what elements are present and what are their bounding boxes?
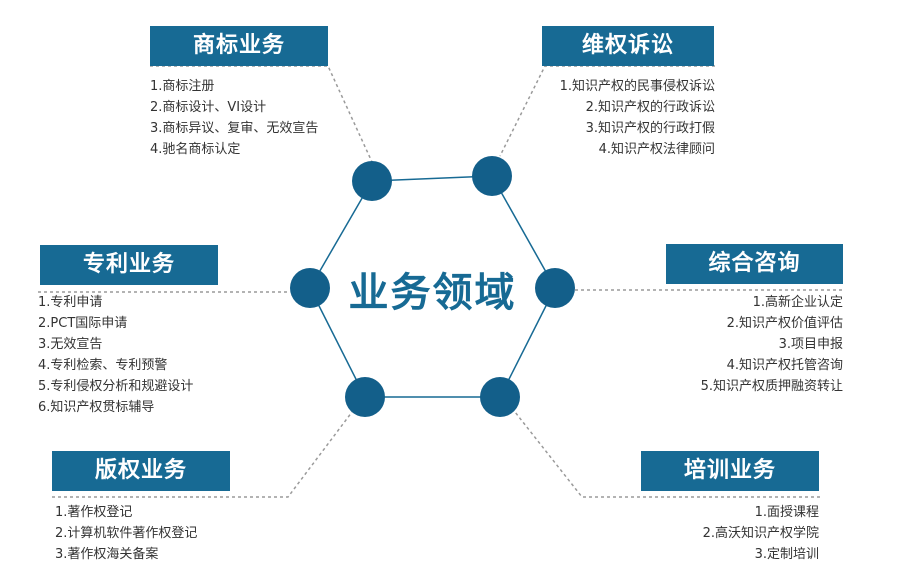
consult-item: 1.高新企业认定 (752, 295, 843, 310)
training-list: 1.面授课程 2.高沃知识产权学院 3.定制培训 (703, 502, 819, 565)
rights-item: 2.知识产权的行政诉讼 (585, 100, 715, 115)
copyright-item: 2.计算机软件著作权登记 (55, 526, 198, 541)
patent-title: 专利业务 (40, 245, 218, 285)
consult-title: 综合咨询 (666, 244, 843, 284)
training-title: 培训业务 (641, 451, 819, 491)
rights-title: 维权诉讼 (542, 26, 714, 66)
copyright-title: 版权业务 (52, 451, 230, 491)
hexagon-node-top-right (472, 156, 512, 196)
patent-item: 5.专利侵权分析和规避设计 (38, 379, 194, 394)
patent-list: 1.专利申请 2.PCT国际申请 3.无效宣告 4.专利检索、专利预警 5.专利… (38, 292, 193, 418)
trademark-item: 4.驰名商标认定 (150, 142, 241, 157)
patent-item: 4.专利检索、专利预警 (38, 358, 168, 373)
connector-training (514, 411, 820, 498)
training-item: 1.面授课程 (754, 505, 819, 520)
consult-item: 3.项目申报 (778, 337, 843, 352)
patent-item: 1.专利申请 (38, 295, 103, 310)
trademark-item: 1.商标注册 (150, 79, 215, 94)
patent-item: 3.无效宣告 (38, 337, 103, 352)
training-item: 2.高沃知识产权学院 (702, 526, 819, 541)
copyright-item: 1.著作权登记 (55, 505, 133, 520)
consult-list: 1.高新企业认定 2.知识产权价值评估 3.项目申报 4.知识产权托管咨询 5.… (701, 292, 843, 397)
copyright-list: 1.著作权登记 2.计算机软件著作权登记 3.著作权海关备案 (55, 502, 197, 565)
dotted-connectors (38, 65, 843, 498)
connector-trademark (150, 65, 373, 163)
consult-item: 4.知识产权托管咨询 (726, 358, 843, 373)
connector-copyright (52, 411, 353, 498)
rights-list: 1.知识产权的民事侵权诉讼 2.知识产权的行政诉讼 3.知识产权的行政打假 4.… (560, 76, 715, 160)
trademark-item: 2.商标设计、VI设计 (150, 100, 267, 115)
consult-item: 2.知识产权价值评估 (726, 316, 843, 331)
rights-item: 3.知识产权的行政打假 (585, 121, 715, 136)
trademark-item: 3.商标异议、复审、无效宣告 (150, 121, 319, 136)
connector-rights (499, 65, 715, 157)
center-title: 业务领域 (348, 270, 517, 316)
consult-item: 5.知识产权质押融资转让 (700, 379, 843, 394)
hexagon-node-top-left (352, 161, 392, 201)
trademark-list: 1.商标注册 2.商标设计、VI设计 3.商标异议、复审、无效宣告 4.驰名商标… (150, 76, 318, 160)
training-item: 3.定制培训 (754, 547, 819, 562)
rights-item: 1.知识产权的民事侵权诉讼 (559, 79, 715, 94)
hexagon-edge (491, 175, 556, 289)
trademark-title: 商标业务 (150, 26, 328, 66)
copyright-item: 3.著作权海关备案 (55, 547, 159, 562)
hexagon-node-bottom-right (480, 377, 520, 417)
hexagon-node-left (290, 268, 330, 308)
patent-item: 2.PCT国际申请 (38, 316, 128, 331)
hexagon-node-right (535, 268, 575, 308)
hexagon-node-bottom-left (345, 377, 385, 417)
rights-item: 4.知识产权法律顾问 (598, 142, 715, 157)
patent-item: 6.知识产权贯标辅导 (38, 400, 155, 415)
